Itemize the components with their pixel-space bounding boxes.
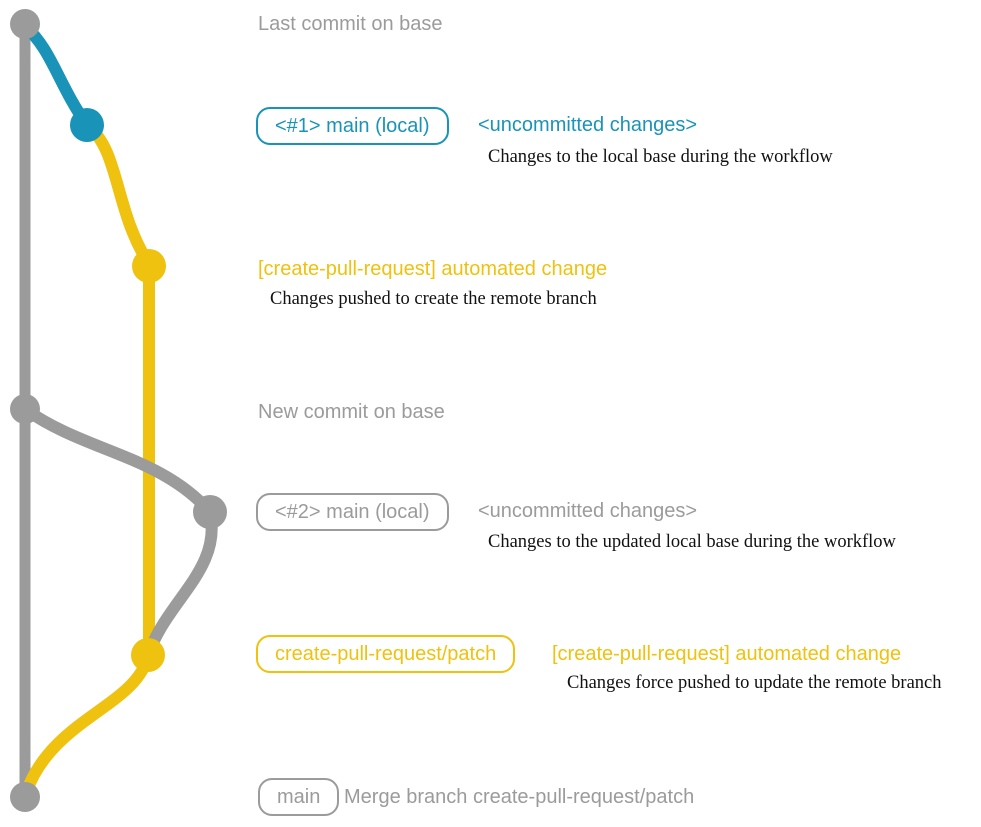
branch1-ref-pill: <#1> main (local): [256, 107, 449, 145]
commit-node-merge: [10, 782, 40, 812]
commit-node-remote-2: [131, 638, 165, 672]
commit-node-base-new: [10, 394, 40, 424]
merge-edge-yellow: [20, 649, 154, 799]
last-commit-label: Last commit on base: [258, 13, 443, 35]
commit-node-base-top: [10, 9, 40, 39]
branch2-ref-pill: <#2> main (local): [256, 493, 449, 531]
patch-commit-message-label: [create-pull-request] automated change: [552, 643, 902, 665]
branch1-status-label: <uncommitted changes>: [478, 114, 698, 136]
local-change-edge-blue: [19, 20, 93, 131]
main-ref-pill: main: [258, 778, 340, 816]
merge-commit-message-label: Merge branch create-pull-request/patch: [344, 786, 695, 808]
branch1-caption: Changes to the local base during the wor…: [488, 147, 833, 167]
commit-graph: [10, 9, 227, 812]
branch2-status-label: <uncommitted changes>: [478, 500, 698, 522]
commit-node-local-1: [70, 108, 104, 142]
patch-branch-caption: Changes force pushed to update the remot…: [567, 673, 942, 693]
commit-node-remote-1: [132, 249, 166, 283]
patch-branch-ref-pill: create-pull-request/patch: [256, 635, 516, 673]
new-commit-label: New commit on base: [258, 401, 445, 423]
commit1-message-label: [create-pull-request] automated change: [258, 258, 608, 280]
base-update-edge: [19, 403, 216, 518]
commit-node-local-2: [193, 495, 227, 529]
remote-branch-edge-yellow: [81, 119, 155, 658]
branch2-caption: Changes to the updated local base during…: [488, 532, 896, 552]
rebase-edge: [144, 506, 218, 656]
commit1-caption: Changes pushed to create the remote bran…: [270, 289, 597, 309]
